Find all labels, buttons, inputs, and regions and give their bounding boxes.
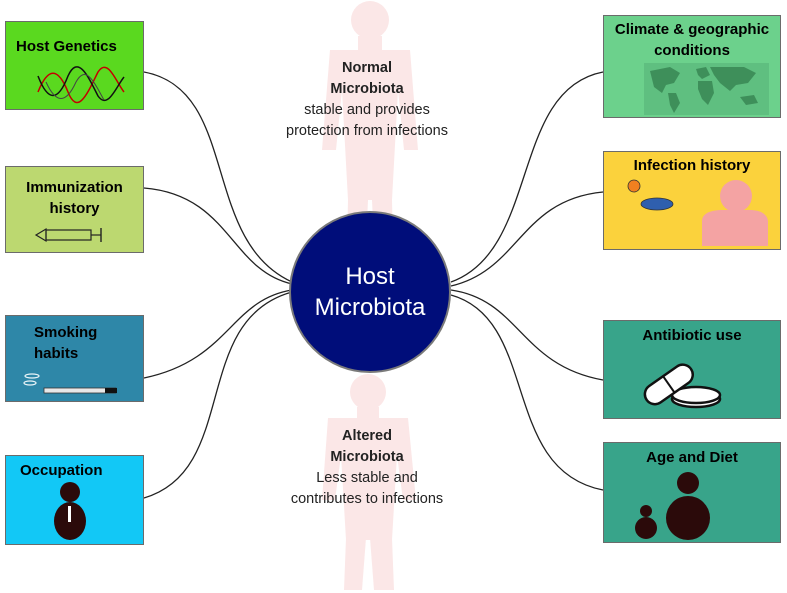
connector-immunization <box>143 187 293 285</box>
factor-label: Antibiotic use <box>642 327 742 344</box>
cigarette-icon <box>23 373 117 394</box>
connector-lines <box>143 71 604 499</box>
dna-icon <box>37 66 125 104</box>
altered-microbiota-text: Altered Microbiota Less stable and contr… <box>262 426 472 510</box>
syringe-icon <box>34 227 102 243</box>
host-microbiota-hub: Host Microbiota <box>289 211 451 373</box>
factor-label: Infection history <box>633 157 751 174</box>
altered-microbiota-description: Less stable and contributes to infection… <box>290 470 444 507</box>
connector-age-diet <box>450 294 604 491</box>
factor-climate-geographic: Climate & geographic conditions <box>603 15 781 118</box>
normal-microbiota-text: Normal Microbiota stable and provides pr… <box>262 58 472 142</box>
factor-antibiotic-use: Antibiotic use <box>603 320 781 419</box>
connector-host-genetics <box>143 71 293 283</box>
infection-person-icon <box>627 179 768 246</box>
normal-microbiota-description: stable and provides protection from infe… <box>286 102 448 139</box>
pill-icon <box>643 363 722 409</box>
factor-label: Host Genetics <box>16 38 117 55</box>
factor-label: Age and Diet <box>646 449 738 466</box>
factor-age-and-diet: Age and Diet <box>603 442 781 543</box>
factor-label: Climate & geographic conditions <box>614 21 770 59</box>
factor-label: Occupation <box>20 462 103 479</box>
connector-smoking <box>143 289 293 379</box>
altered-microbiota-title: Altered Microbiota <box>330 428 404 465</box>
connector-climate <box>450 71 604 283</box>
connector-infection <box>450 191 604 287</box>
factor-host-genetics: Host Genetics <box>5 21 144 110</box>
hub-label: Host Microbiota <box>314 263 426 321</box>
connector-antibiotic <box>450 289 604 381</box>
factor-label: Smoking habits <box>34 324 98 362</box>
factor-label: Immunization history <box>26 179 123 217</box>
normal-microbiota-title: Normal Microbiota <box>330 60 404 97</box>
factor-infection-history: Infection history <box>603 151 781 250</box>
connector-occupation <box>143 291 293 499</box>
human-silhouette-bottom <box>322 374 416 590</box>
world-map-icon <box>644 63 769 115</box>
worker-icon <box>54 482 86 540</box>
factor-occupation: Occupation <box>5 455 144 545</box>
people-icon <box>635 472 710 540</box>
factor-smoking-habits: Smoking habits <box>5 315 144 402</box>
factor-immunization-history: Immunization history <box>5 166 144 253</box>
